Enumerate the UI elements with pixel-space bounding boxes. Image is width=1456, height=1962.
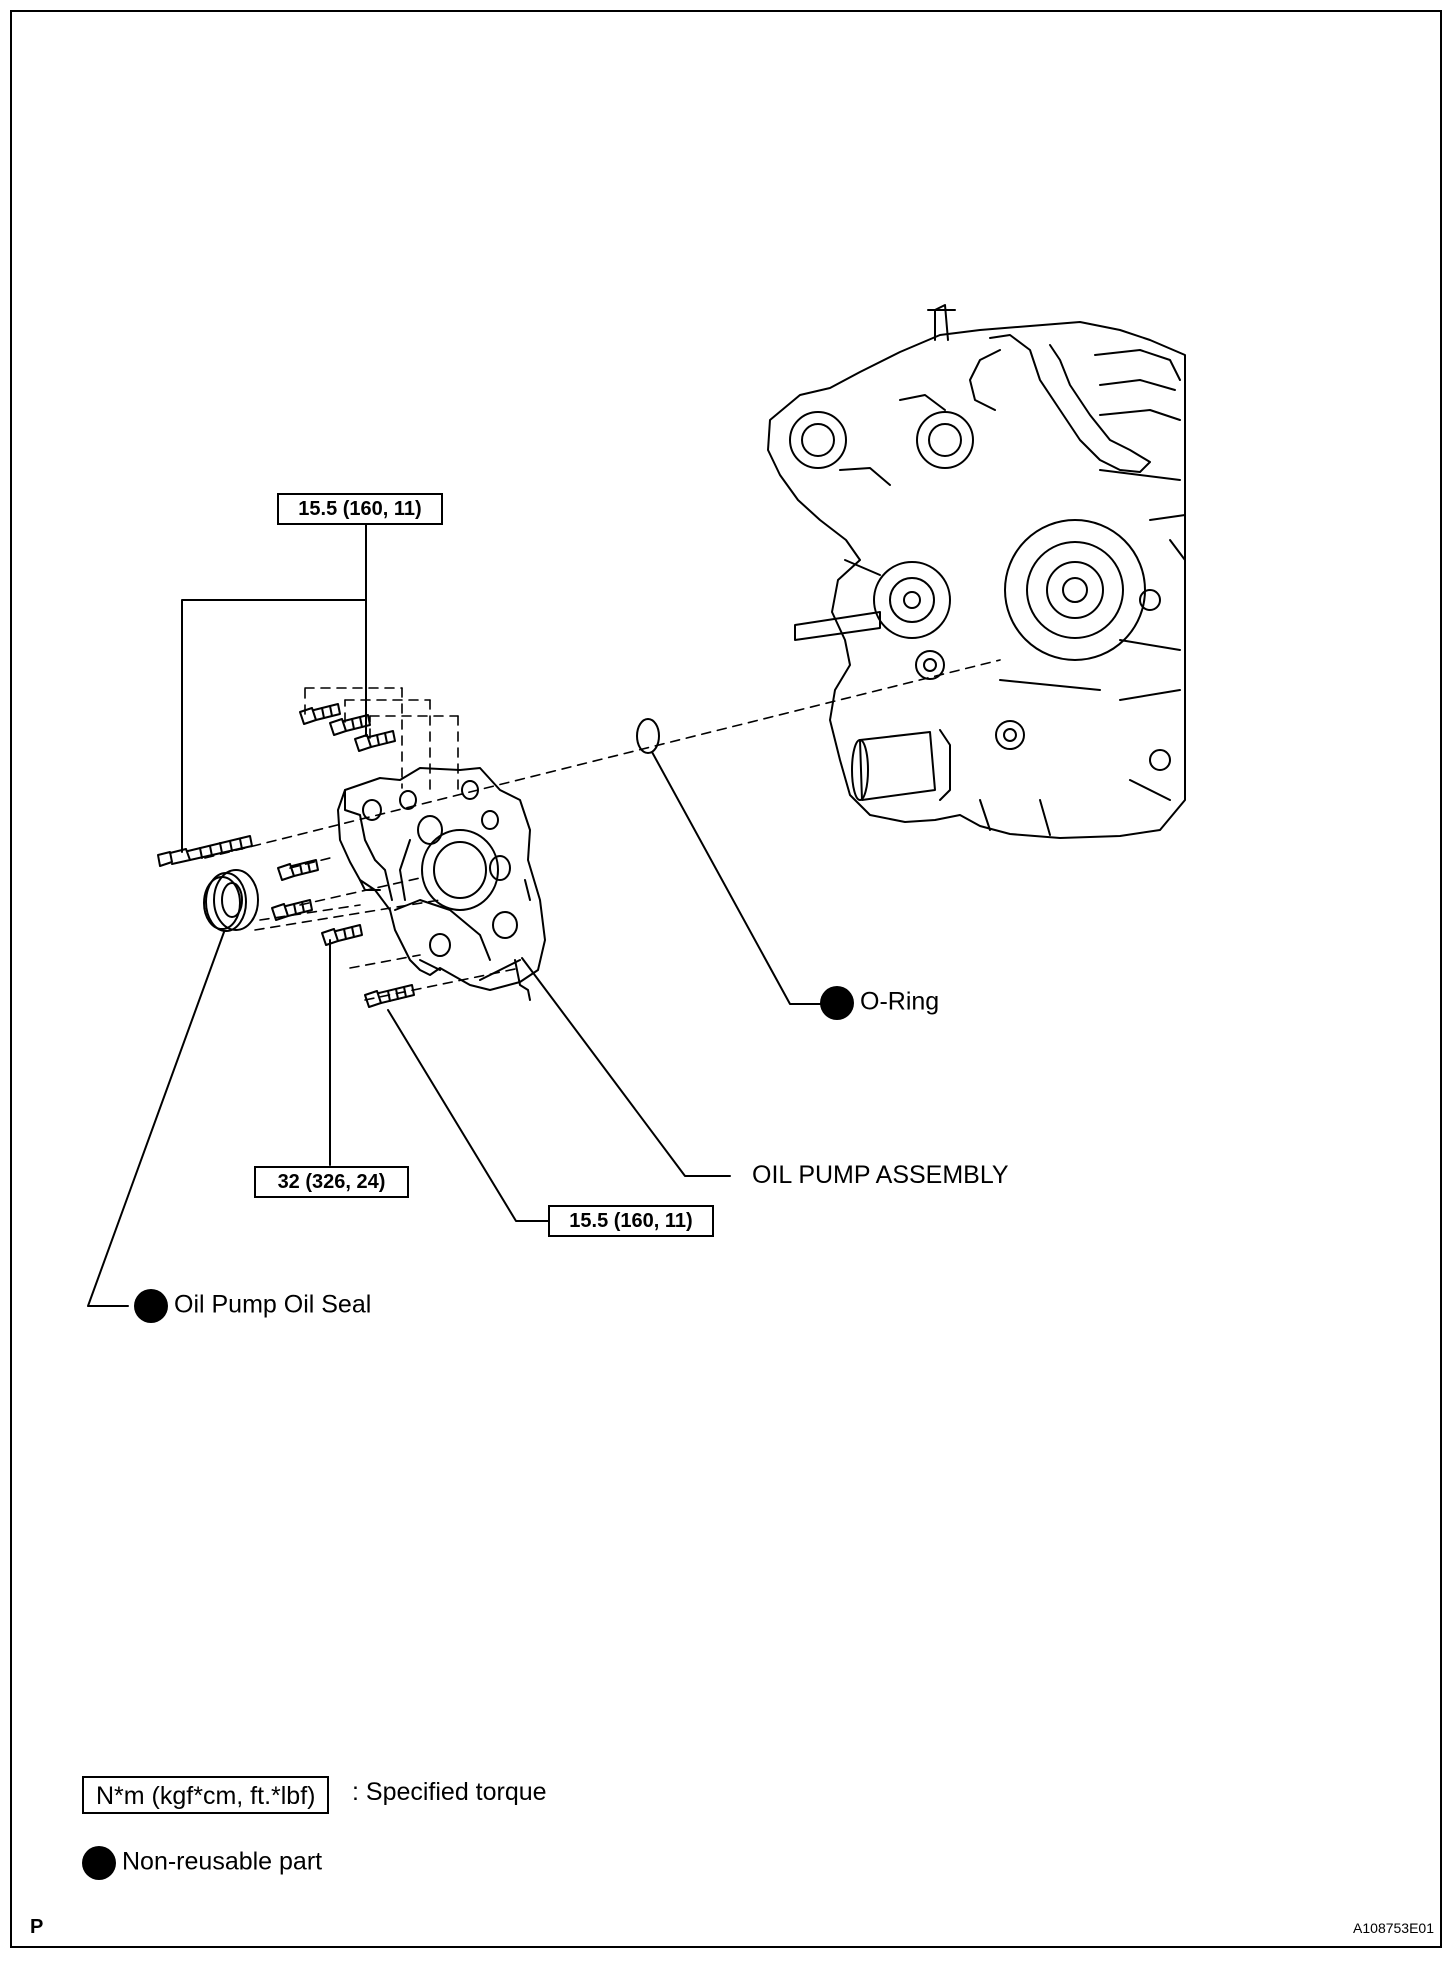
torque-callout-top: 15.5 (160, 11) [277, 493, 443, 525]
legend-torque-desc: : Specified torque [352, 1778, 547, 1806]
o-ring-drawing [636, 718, 660, 754]
legend-non-reusable: Non-reusable part [82, 1846, 322, 1880]
figure-frame [10, 10, 1442, 1948]
legend-torque-unit: N*m (kgf*cm, ft.*lbf) [82, 1776, 330, 1814]
footer-left-mark: P [30, 1916, 44, 1938]
torque-callout-mid: 32 (326, 24) [254, 1166, 409, 1198]
oil-pump-oil-seal-drawing [203, 869, 259, 932]
non-reusable-marker-icon [82, 1846, 116, 1880]
o-ring-text: O-Ring [860, 987, 940, 1016]
oil-pump-assembly-drawing [337, 767, 546, 1001]
leader-lines [87, 523, 829, 1307]
oil-seal-text: Oil Pump Oil Seal [174, 1290, 372, 1319]
o-ring-label: O-Ring [820, 986, 939, 1020]
bolts [157, 703, 415, 1008]
non-reusable-marker-icon [134, 1289, 168, 1323]
legend-non-reusable-text: Non-reusable part [122, 1847, 323, 1876]
alignment-lines [204, 659, 1001, 1001]
torque-callout-bottom: 15.5 (160, 11) [548, 1205, 714, 1237]
engine-block [767, 304, 1186, 839]
oil-pump-assembly-label: OIL PUMP ASSEMBLY [752, 1161, 1009, 1189]
figure-id: A108753E01 [1353, 1920, 1434, 1936]
oil-seal-label: Oil Pump Oil Seal [134, 1289, 371, 1323]
non-reusable-marker-icon [820, 986, 854, 1020]
